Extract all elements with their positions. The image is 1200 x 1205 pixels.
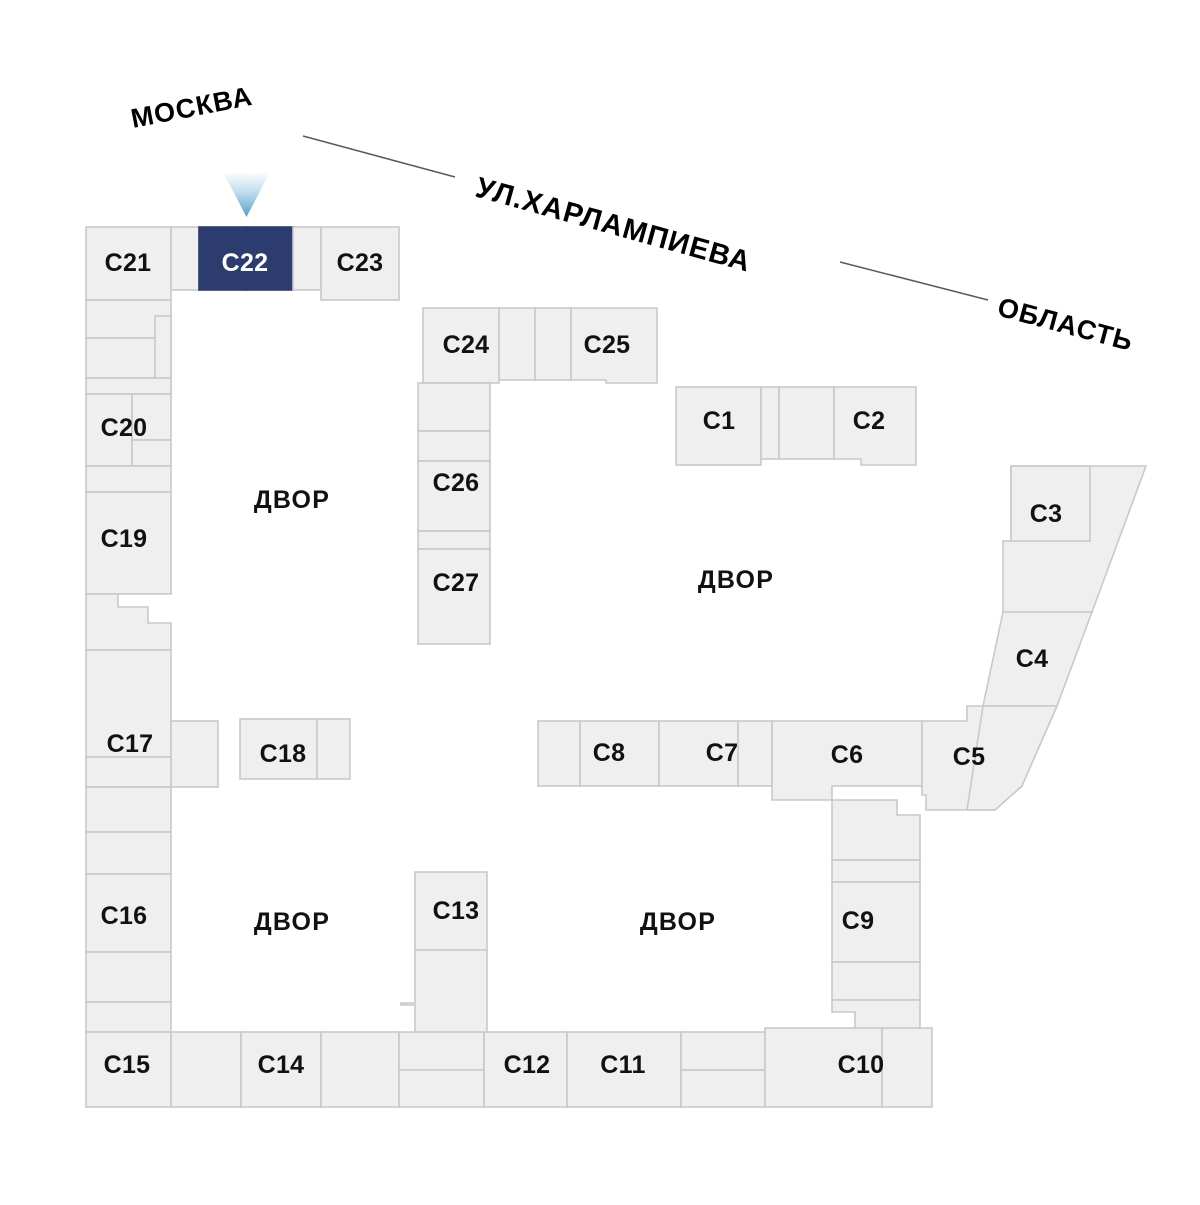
block-C26-main[interactable] <box>417 460 491 532</box>
block-C9-main[interactable] <box>831 881 921 963</box>
direction-label-oblast: ОБЛАСТЬ <box>994 292 1136 357</box>
block-label-C23: C23 <box>337 249 384 277</box>
block-C9-s3[interactable] <box>831 999 921 1029</box>
block-C3-main[interactable] <box>1010 465 1091 542</box>
block-C2-main[interactable] <box>833 386 917 466</box>
block-south-seg-4a[interactable] <box>680 1031 766 1071</box>
street-leader-line-west <box>302 135 456 178</box>
block-C19-step[interactable] <box>85 593 172 651</box>
block-label-C20: C20 <box>101 414 148 442</box>
block-C9-top[interactable] <box>831 799 921 861</box>
block-C25-main[interactable] <box>570 307 658 384</box>
block-south-seg-1[interactable] <box>170 1031 242 1108</box>
block-C18-main[interactable] <box>239 718 318 780</box>
block-C9-s1[interactable] <box>831 859 921 883</box>
block-label-C18: C18 <box>260 740 307 768</box>
block-C14-main[interactable] <box>240 1031 322 1108</box>
block-C21-main[interactable] <box>85 226 172 301</box>
block-label-C27: C27 <box>433 569 480 597</box>
block-C20-d[interactable] <box>85 465 172 493</box>
block-C13-lower[interactable] <box>400 949 488 1033</box>
block-label-C24: C24 <box>443 331 490 359</box>
block-label-C19: C19 <box>101 525 148 553</box>
block-south-seg-3b[interactable] <box>398 1069 485 1108</box>
block-C26-s3[interactable] <box>417 530 491 550</box>
block-mid-seg-2[interactable] <box>737 720 773 787</box>
block-label-C13: C13 <box>433 897 480 925</box>
block-label-C6: C6 <box>831 741 864 769</box>
block-label-C15: C15 <box>104 1051 151 1079</box>
location-pin-icon <box>223 172 270 217</box>
street-leader-line-east <box>839 261 989 301</box>
block-west-seg-6[interactable] <box>85 831 172 875</box>
block-south-seg-2[interactable] <box>320 1031 400 1108</box>
block-label-C5: C5 <box>953 743 986 771</box>
block-C20-c[interactable] <box>131 439 172 467</box>
block-label-C21: C21 <box>105 249 152 277</box>
block-west-seg-3[interactable] <box>85 377 172 395</box>
block-C15-main[interactable] <box>85 1031 172 1108</box>
block-C17-east-strip[interactable] <box>170 720 219 788</box>
block-C22-left[interactable] <box>198 226 247 291</box>
block-C27-main[interactable] <box>417 548 491 645</box>
block-label-C25: C25 <box>584 331 631 359</box>
block-label-C9: C9 <box>842 907 875 935</box>
block-west-seg-5[interactable] <box>85 786 172 833</box>
block-label-C3: C3 <box>1030 500 1063 528</box>
block-C19-main[interactable] <box>85 491 172 595</box>
block-C13-main[interactable] <box>414 871 488 951</box>
block-label-C7: C7 <box>706 739 739 767</box>
block-C22-right[interactable] <box>245 226 294 291</box>
block-C26-s2[interactable] <box>417 430 491 462</box>
yard-label-sw: ДВОР <box>254 908 330 936</box>
block-south-seg-4b[interactable] <box>680 1069 766 1108</box>
block-C11-main[interactable] <box>566 1031 682 1108</box>
block-south-seg-3a[interactable] <box>398 1031 485 1071</box>
block-C17-main[interactable] <box>85 649 172 758</box>
block-label-C17: C17 <box>107 730 154 758</box>
block-label-C1: C1 <box>703 407 736 435</box>
block-C23-main[interactable] <box>320 226 400 301</box>
block-n-seg-1[interactable] <box>498 307 536 381</box>
block-C8-main[interactable] <box>579 720 660 787</box>
block-c1-c2-seg[interactable] <box>778 386 835 460</box>
block-C20-b[interactable] <box>131 393 172 441</box>
block-label-C8: C8 <box>593 739 626 767</box>
direction-label-moscow: МОСКВА <box>128 81 255 134</box>
block-east-lower-wedge[interactable] <box>966 705 1059 811</box>
block-C12-main[interactable] <box>483 1031 568 1108</box>
block-label-C11: C11 <box>600 1051 645 1079</box>
block-label-C14: C14 <box>258 1051 305 1079</box>
block-strip-c21-c22[interactable] <box>170 226 200 291</box>
block-label-C12: C12 <box>504 1051 551 1079</box>
block-label-C10: C10 <box>838 1051 885 1079</box>
block-west-seg-4[interactable] <box>85 756 172 788</box>
block-label-C26: C26 <box>433 469 480 497</box>
block-C9-s2[interactable] <box>831 961 921 1001</box>
block-C10-east[interactable] <box>881 1027 933 1108</box>
block-mid-seg-1[interactable] <box>537 720 581 787</box>
block-strip-c22-c23[interactable] <box>292 226 322 291</box>
block-label-C4: C4 <box>1016 645 1049 673</box>
block-c1-c2-strip[interactable] <box>760 386 780 460</box>
yard-label-nw: ДВОР <box>254 486 330 514</box>
block-label-C2: C2 <box>853 407 886 435</box>
yard-label-ne: ДВОР <box>698 566 774 594</box>
block-C16-s1[interactable] <box>85 951 172 1003</box>
block-label-C16: C16 <box>101 902 148 930</box>
street-name-label: УЛ.ХАРЛАМПИЕВА <box>472 172 754 279</box>
block-C10-main[interactable] <box>764 1027 883 1108</box>
block-n-seg-2[interactable] <box>534 307 572 381</box>
block-C18-east[interactable] <box>316 718 351 780</box>
block-C16-s2[interactable] <box>85 1001 172 1033</box>
block-C16-main[interactable] <box>85 873 172 953</box>
block-C26-s1[interactable] <box>417 382 491 432</box>
yard-label-se: ДВОР <box>640 908 716 936</box>
block-label-C22: C22 <box>222 249 269 277</box>
block-C1-main[interactable] <box>675 386 762 466</box>
